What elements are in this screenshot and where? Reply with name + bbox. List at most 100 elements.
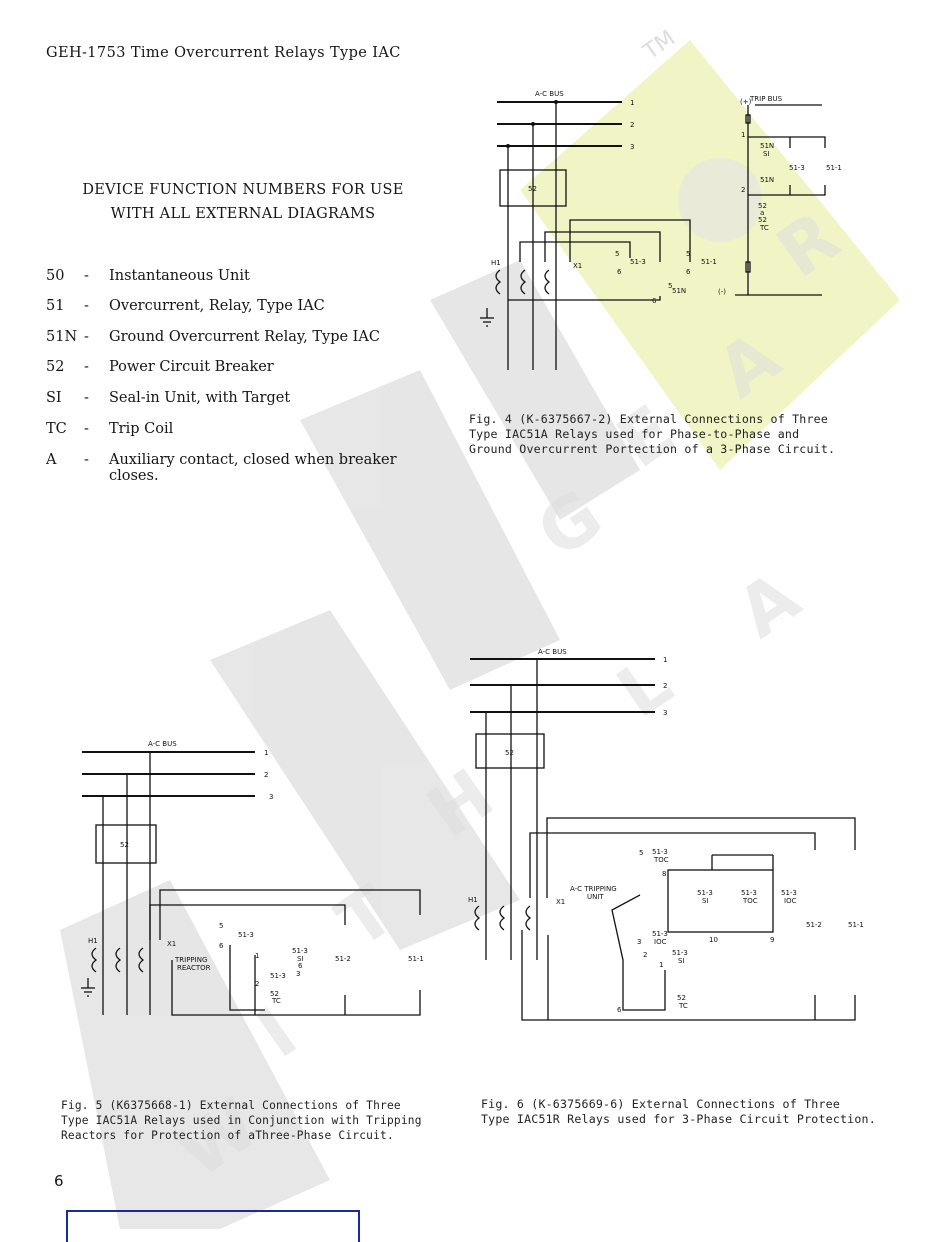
fig5-breaker: 52 [120,841,129,849]
fig4-tc: TC [759,224,769,232]
page-header: GEH-1753 Time Overcurrent Relays Type IA… [46,45,401,61]
fig4-relay-51n: 51N [672,287,686,295]
fig5-tc: TC [271,997,281,1005]
fig6-relay-51-3: 51-3 [652,848,668,856]
fig6-node: 8 [662,870,666,878]
fig4-breaker-tc: 52 [758,216,767,224]
legend-code: 52 [46,359,65,375]
fig5-node: 6 [219,942,224,950]
fig6-phase-1: 1 [663,656,667,664]
fig6-node: 2 [643,951,647,959]
fig4-si: SI [763,150,770,158]
fig4-h1-label: H1 [491,259,501,267]
fig5-breaker-tc: 52 [270,990,279,998]
fig4-relay-51-1: 51-1 [826,164,842,172]
fig4-node: 5 [686,250,690,258]
fig5-relay-51-2: 51-2 [335,955,351,963]
legend-dash: - [84,390,89,406]
fig6-relay-51-1: 51-1 [848,921,864,929]
fig5-relay-51-3: 51-3 [270,972,286,980]
fig5-node: 5 [219,922,223,930]
fig6-breaker: 52 [505,749,514,757]
legend-text: Ground Overcurrent Relay, Type IAC [109,329,380,345]
fig6-caption: Fig. 6 (K-6375669-6) External Connection… [481,1097,876,1126]
fig4-relay-51n: 51N [760,142,774,150]
fig5-relay-51-3: 51-3 [292,947,308,955]
fig5-relay-51-1: 51-1 [408,955,424,963]
fig6-node: 10 [709,936,718,944]
fig5-caption: Fig. 5 (K6375668-1) External Connections… [61,1099,422,1142]
page-number: 6 [54,1172,64,1190]
fig6-si: SI [678,957,685,965]
legend-title-line2: WITH ALL EXTERNAL DIAGRAMS [110,206,376,222]
fig6-relay-51-3: 51-3 [781,889,797,897]
fig4-breaker: 52 [528,185,537,193]
blue-frame [66,1210,360,1242]
legend-text: Auxiliary contact, closed when breaker c… [109,452,397,484]
legend-code: 51 [46,298,65,314]
fig6-phase-3: 3 [663,709,667,717]
fig4-trip-bus-label: TRIP BUS [749,95,783,103]
legend-text: Instantaneous Unit [109,268,250,284]
fig4-minus: (-) [718,288,726,296]
fig4-caption: Fig. 4 (K-6375667-2) External Connection… [469,412,836,456]
fig6-ac-tripping: A-C TRIPPING [570,885,617,893]
fig6-node: 6 [617,1006,622,1014]
legend-dash: - [84,452,89,468]
legend-code: TC [46,421,67,437]
fig6-phase-2: 2 [663,682,667,690]
fig6-toc: TOC [653,856,669,864]
fig5-h1-label: H1 [88,937,98,945]
fig4-relay-51-3: 51-3 [630,258,646,266]
fig4-phase-2: 2 [630,121,634,129]
fig4-relay-51n: 51N [760,176,774,184]
fig5-relay-51-3: 51-3 [238,931,254,939]
fig5-phase-1: 1 [264,749,268,757]
fig5-bus-label: A-C BUS [148,740,177,748]
fig5-si: SI [297,955,304,963]
fig6-ioc: IOC [654,938,667,946]
legend-text: Overcurrent, Relay, Type IAC [109,298,325,314]
fig4-node: 2 [741,186,745,194]
fig6-bus-label: A-C BUS [538,648,567,656]
legend-text: Trip Coil [109,421,174,437]
fig6-relay-51-3: 51-3 [697,889,713,897]
legend-text: Power Circuit Breaker [109,359,274,375]
fig6-node: 1 [659,961,663,969]
fig4-node: 6 [686,268,691,276]
legend-text: Seal-in Unit, with Target [109,390,291,406]
legend-code: 51N [46,329,78,345]
legend-dash: - [84,329,89,345]
fig4-node: 5 [615,250,619,258]
legend-code: SI [46,390,62,406]
fig5-x1-label: X1 [167,940,176,948]
fig5-node: 1 [255,952,259,960]
legend-code: 50 [46,268,65,284]
legend-code: A [46,452,57,468]
fig4-phase-3: 3 [630,143,634,151]
fig5-tripping: TRIPPING [174,956,207,964]
fig6-relay-51-2: 51-2 [806,921,822,929]
fig6-x1-label: X1 [556,898,565,906]
fig4-phase-1: 1 [630,99,634,107]
fig4-aux-a: a [760,209,764,217]
fig6-breaker-tc: 52 [677,994,686,1002]
fig6-relay-51-3: 51-3 [741,889,757,897]
fig5-node: 2 [255,980,259,988]
fig6-node: 9 [770,936,774,944]
legend-dash: - [84,359,89,375]
fig4-node: 6 [652,297,657,305]
fig6-h1-label: H1 [468,896,478,904]
fig6-node: 5 [639,849,643,857]
fig4-plus: (+) [740,98,752,106]
fig5-node: 3 [296,970,300,978]
legend-dash: - [84,421,89,437]
fig4-node: 5 [668,282,672,290]
fig5-phase-2: 2 [264,771,268,779]
fig5-node: 6 [298,962,303,970]
fig4-x1-label: X1 [573,262,582,270]
fig6-toc: TOC [742,897,758,905]
